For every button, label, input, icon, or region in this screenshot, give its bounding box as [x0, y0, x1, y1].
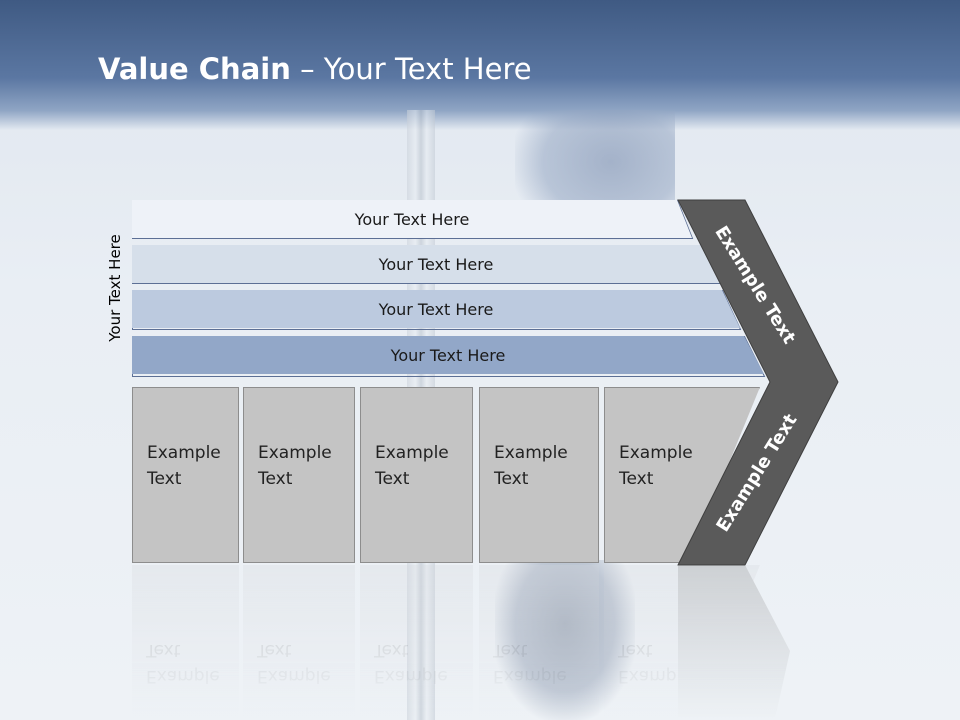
box-4-line1: Example — [494, 443, 568, 463]
box-3-line2: Text — [375, 469, 410, 489]
bar-3[interactable]: Your Text Here — [132, 290, 740, 328]
slide-title-bold: Value Chain — [98, 52, 291, 86]
box-5-line2: Text — [619, 469, 654, 489]
reflection-chevron — [678, 565, 790, 720]
slide-title: Value Chain – Your Text Here — [98, 52, 532, 86]
box-2-line2: Text — [258, 469, 293, 489]
box-4-line2: Text — [494, 469, 529, 489]
bar-3-label: Your Text Here — [378, 299, 494, 319]
box-5-line1: Example — [619, 443, 693, 463]
slide-title-rest: – Your Text Here — [290, 52, 532, 86]
bar-4[interactable]: Your Text Here — [132, 336, 764, 374]
bar-1[interactable]: Your Text Here — [132, 200, 692, 238]
header-band — [0, 0, 960, 130]
bar-4-label: Your Text Here — [390, 345, 506, 365]
box-1-line1: Example — [147, 443, 221, 463]
bar-1-label: Your Text Here — [354, 209, 470, 229]
box-2-line1: Example — [258, 443, 332, 463]
box-3-line1: Example — [375, 443, 449, 463]
box-1-line2: Text — [147, 469, 182, 489]
bar-2[interactable]: Your Text Here — [132, 245, 740, 283]
bar-2-label: Your Text Here — [378, 254, 494, 274]
background-figure-bottom — [495, 560, 635, 720]
